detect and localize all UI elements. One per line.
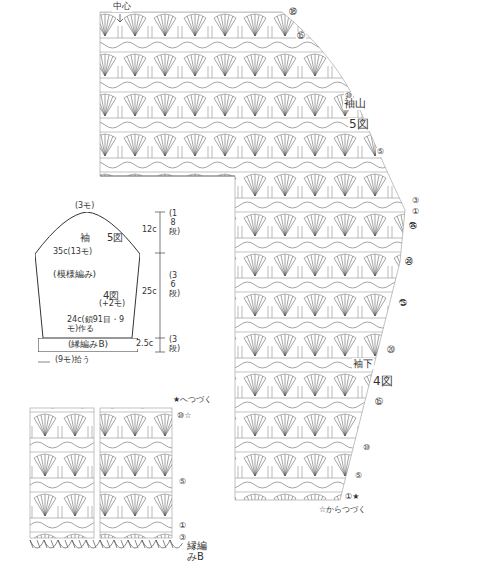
figure-number: 4図 [372,375,394,388]
row-number: ⑩☆ [176,412,192,421]
dimension: 12c [141,226,158,235]
row-count: (36段) [168,272,178,298]
pickup-note: (9モ)拾う [54,356,91,365]
part-name: 袖下 [352,358,374,369]
node-text: (縁編みB) [68,340,108,350]
dimension: 24c(鎖91目・9モ)作る [66,316,132,334]
row-number: ⑤ [178,478,187,487]
edging-band: (縁編みB) [38,338,138,352]
row-number: ⑱ [288,8,298,17]
row-number: ㉚ [404,258,414,267]
row-number: ⑩ [362,444,371,453]
edging-name: 縁編みB [186,540,212,562]
row-number: ① [178,522,187,531]
row-number: ① [411,208,420,217]
row-number: ⑤ [376,148,385,157]
row-number: ⑮ [296,32,306,41]
part-name: 袖山 [343,98,367,110]
figure-number: 5図 [348,118,370,131]
row-count: (3段) [168,336,178,354]
row-number: ⑤ [354,472,363,481]
continue-note: ★へつづく [172,396,213,405]
dimension: 35c(13モ) [52,248,93,257]
row-number: ⑮ [374,398,384,407]
center-mark: 中心 [112,2,132,12]
row-number: ㊱ [408,222,418,231]
row-number: ①★ [344,493,360,502]
stitch-count: (+2モ) [98,300,126,309]
dimension: 2.5c [135,340,154,349]
row-number: ③ [411,197,420,206]
dimension: 25c [141,288,158,297]
row-number: ⑳ [386,346,396,355]
continue-note: ☆からつづく [318,506,367,515]
node-text: (模様編み) [53,270,96,280]
row-number: ㉕ [398,300,408,309]
node-text: 袖 [80,232,90,243]
stitch-count: (3モ) [74,202,95,211]
node-text: 5図 [107,232,123,243]
row-count: (18段) [168,210,178,236]
